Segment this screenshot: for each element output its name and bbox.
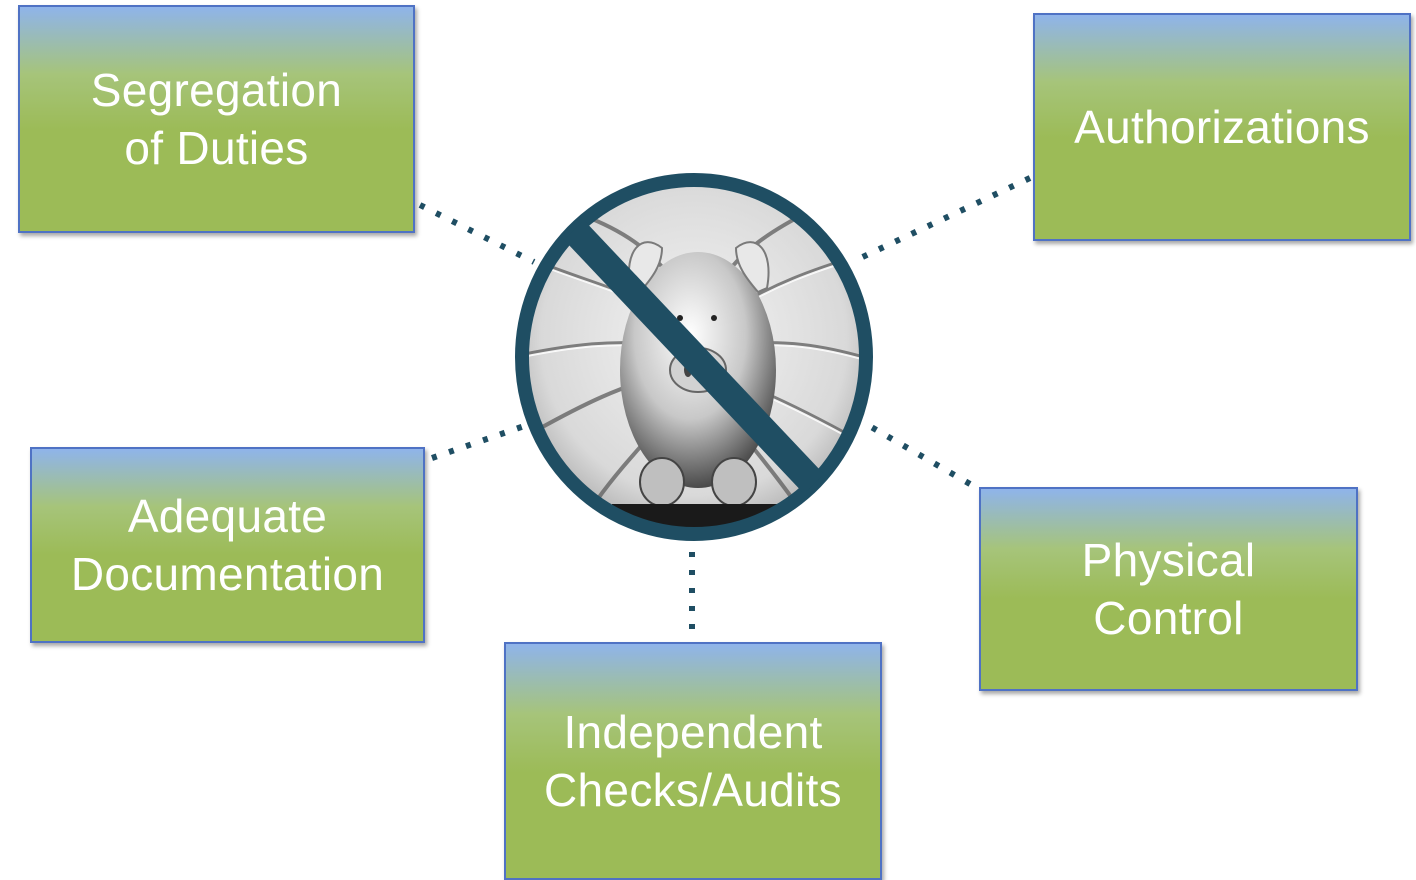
authorizations-box: Authorizations bbox=[1033, 13, 1411, 241]
adequate-documentation-box: Adequate Documentation bbox=[30, 447, 425, 643]
physical-control-box: Physical Control bbox=[979, 487, 1358, 691]
adequate-documentation-label: Adequate Documentation bbox=[70, 490, 385, 600]
segregation-of-duties-box: Segregation of Duties bbox=[18, 5, 415, 233]
connector-authorizations bbox=[850, 175, 1032, 265]
connector-physical bbox=[864, 421, 972, 487]
independent-checks-audits-box: Independent Checks/Audits bbox=[504, 642, 882, 880]
no-piggy-bank-icon bbox=[515, 173, 873, 541]
authorizations-label: Authorizations bbox=[1074, 101, 1370, 153]
independent-checks-audits-label: Independent Checks/Audits bbox=[544, 706, 842, 816]
physical-control-label: Physical Control bbox=[1081, 534, 1256, 644]
segregation-of-duties-label: Segregation of Duties bbox=[90, 64, 343, 174]
connector-segregation bbox=[418, 202, 536, 265]
